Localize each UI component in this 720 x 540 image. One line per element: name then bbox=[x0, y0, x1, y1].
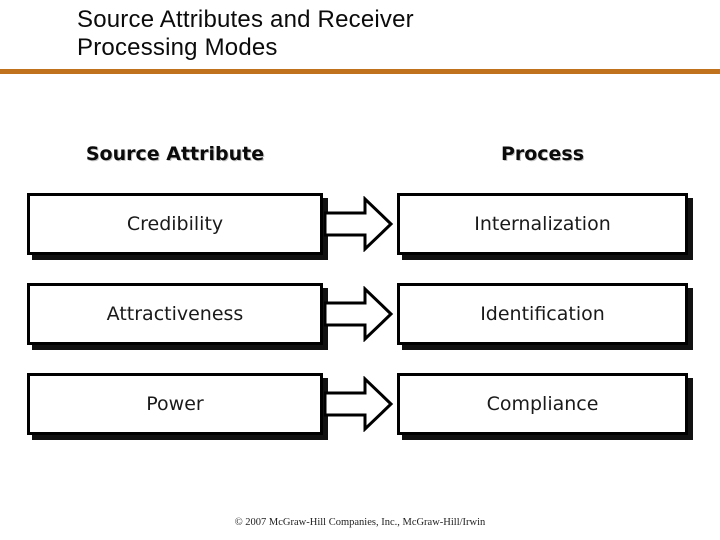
block-arrow-right-icon bbox=[323, 376, 395, 432]
slide-title-line1: Source Attributes and Receiver bbox=[77, 6, 414, 33]
process-box-internalization: Internalization bbox=[397, 193, 688, 255]
diagram-row: Power Compliance bbox=[0, 373, 720, 435]
title-divider bbox=[0, 69, 720, 74]
process-box-compliance: Compliance bbox=[397, 373, 688, 435]
block-arrow-right-icon bbox=[323, 196, 395, 252]
process-box-identification: Identification bbox=[397, 283, 688, 345]
slide-title: Source Attributes and Receiver Processin… bbox=[77, 6, 677, 62]
column-header-process: Process bbox=[500, 143, 585, 165]
source-box-power: Power bbox=[27, 373, 323, 435]
slide-title-line2: Processing Modes bbox=[77, 34, 278, 61]
source-box-credibility: Credibility bbox=[27, 193, 323, 255]
diagram-row: Credibility Internalization bbox=[0, 193, 720, 255]
copyright-footer: © 2007 McGraw-Hill Companies, Inc., McGr… bbox=[234, 517, 486, 528]
diagram-row: Attractiveness Identification bbox=[0, 283, 720, 345]
column-header-source-attribute: Source Attribute bbox=[85, 143, 265, 165]
block-arrow-right-icon bbox=[323, 286, 395, 342]
source-box-attractiveness: Attractiveness bbox=[27, 283, 323, 345]
